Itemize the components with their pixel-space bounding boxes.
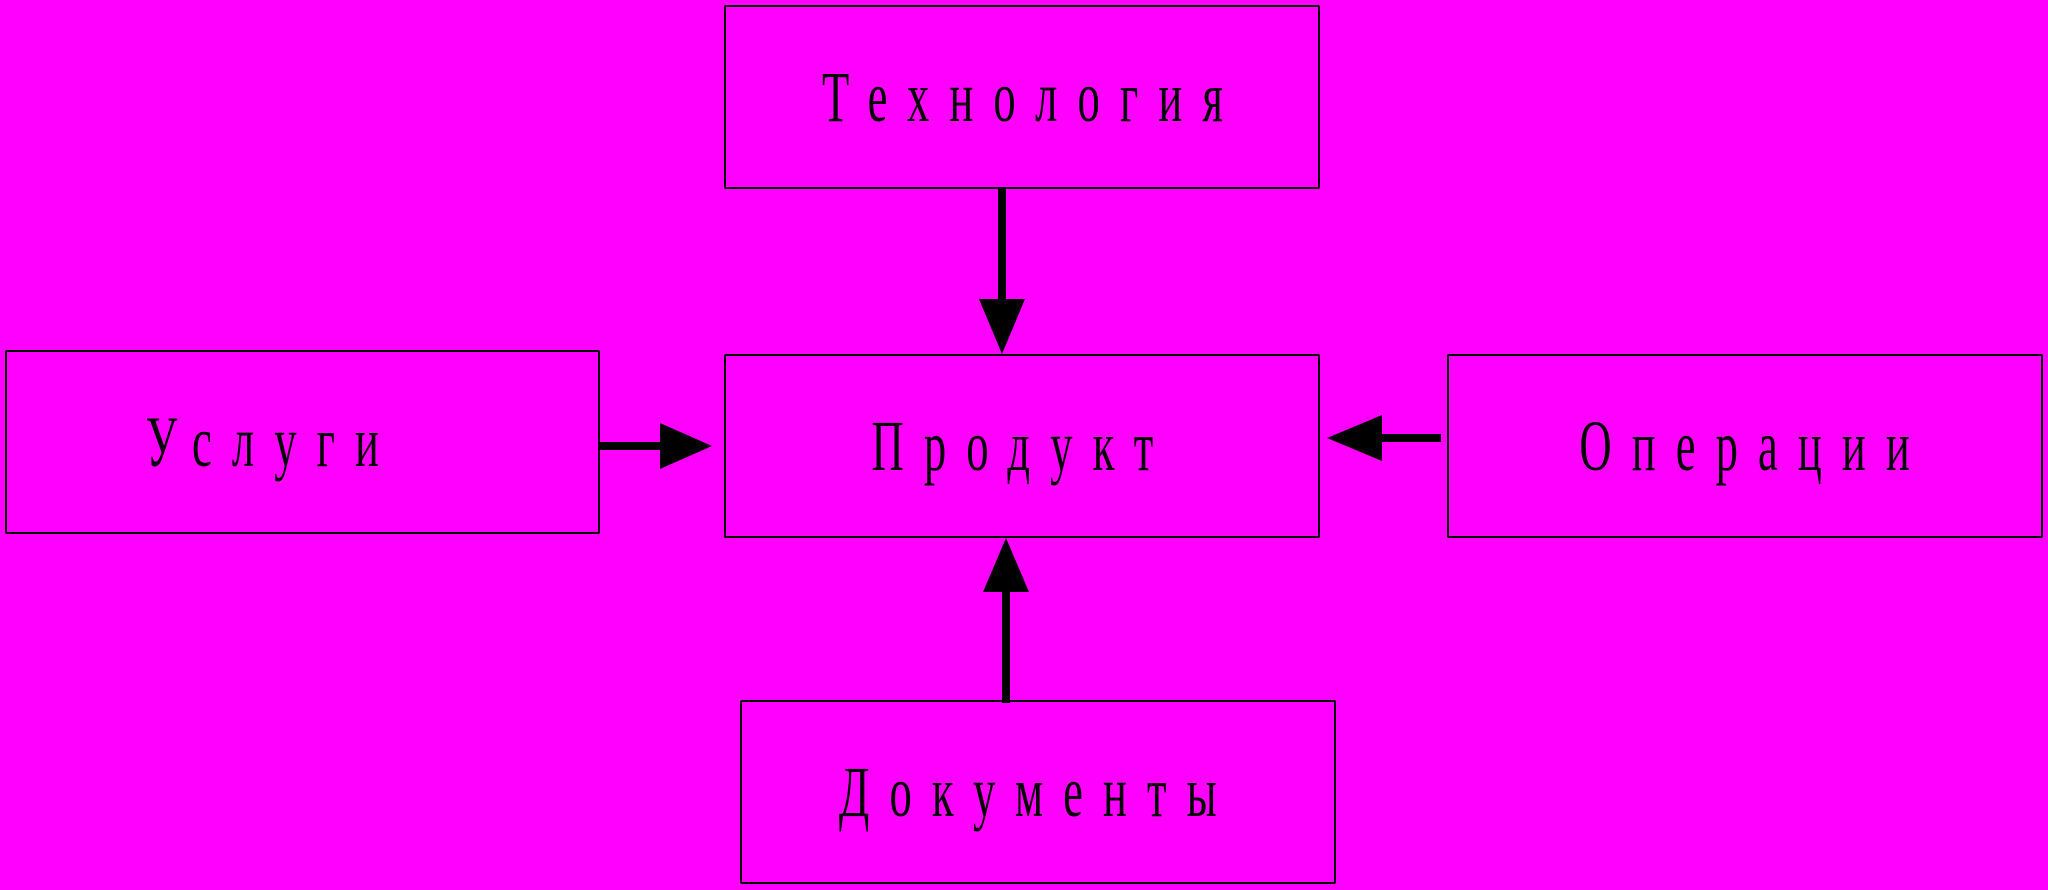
node-documents: Документы — [740, 700, 1336, 884]
node-documents-label: Документы — [839, 752, 1237, 832]
arrow-operations-head — [1327, 415, 1382, 461]
node-operations-label: Операции — [1579, 406, 1931, 486]
node-product: Продукт — [724, 354, 1320, 538]
node-services: Услуги — [5, 350, 600, 534]
node-product-label: Продукт — [871, 406, 1173, 486]
arrow-documents-to-product — [983, 538, 1029, 703]
arrow-operations-to-product — [1327, 415, 1441, 461]
arrow-services-to-product — [600, 423, 712, 469]
node-operations: Операции — [1447, 354, 2043, 538]
arrow-documents-head — [983, 538, 1029, 592]
arrow-technology-head — [979, 299, 1025, 354]
arrow-technology-to-product — [979, 189, 1025, 354]
node-technology: Технология — [724, 5, 1320, 189]
node-technology-label: Технология — [821, 57, 1243, 137]
arrow-services-head — [660, 423, 712, 469]
node-services-label: Услуги — [145, 402, 400, 482]
